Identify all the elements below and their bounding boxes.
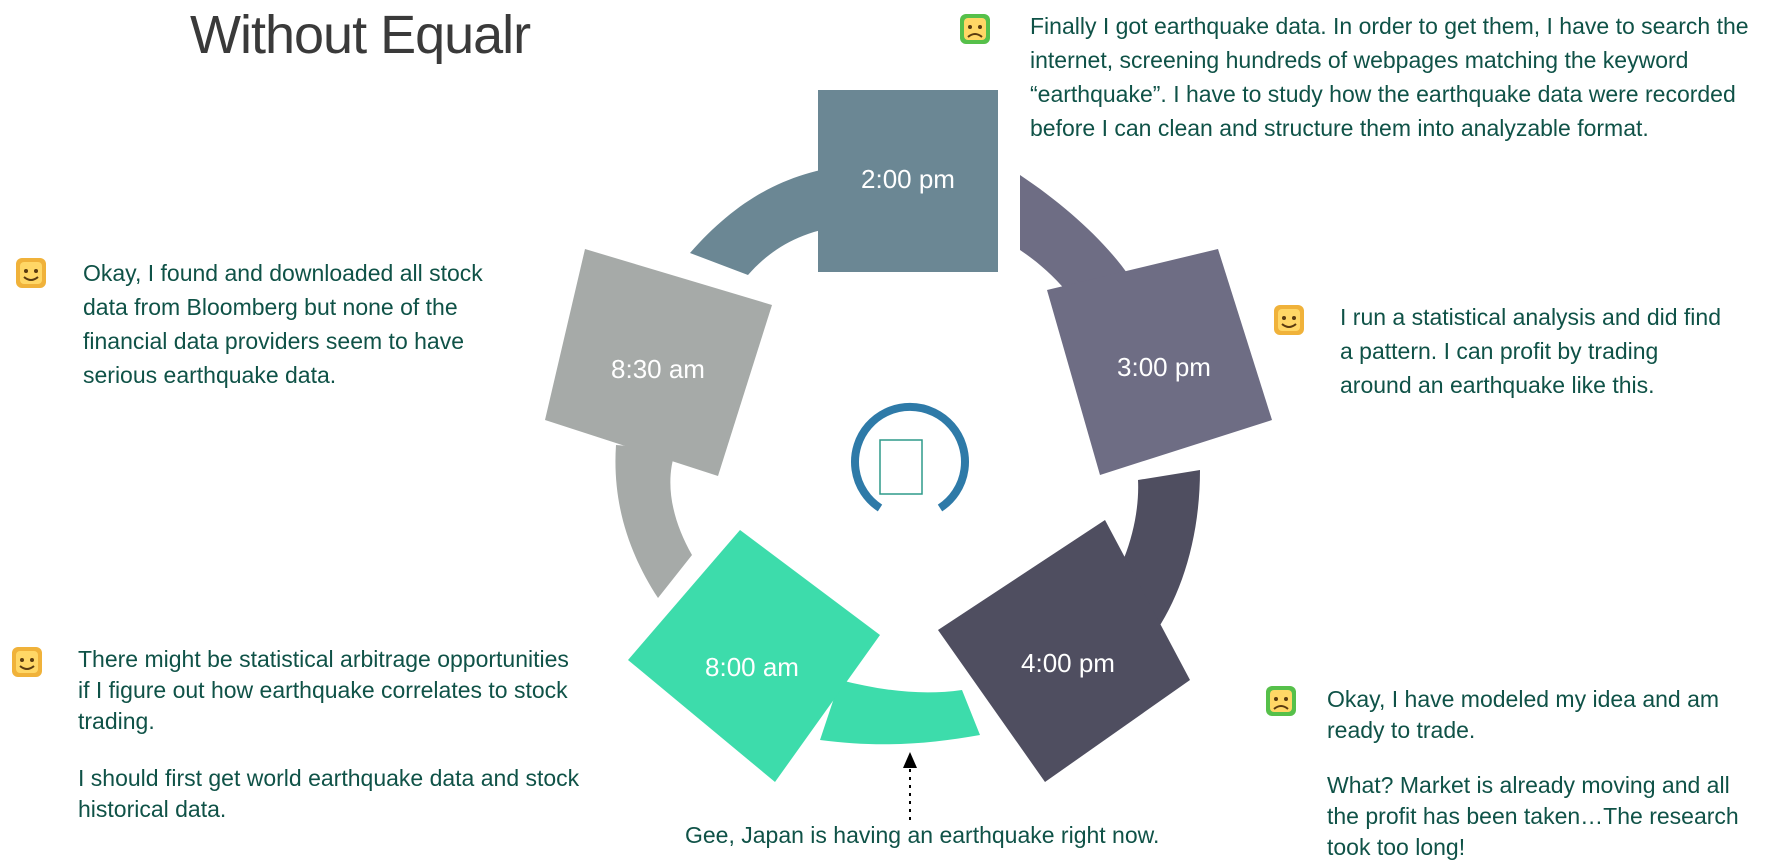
step-box-830 bbox=[545, 249, 772, 476]
note-line: There might be statistical arbitrage opp… bbox=[78, 646, 569, 672]
note-830: Okay, I found and downloaded all stock d… bbox=[83, 256, 563, 392]
step-label-200: 2:00 pm bbox=[861, 164, 955, 194]
note-line: if I figure out how earthquake correlate… bbox=[78, 677, 568, 703]
smiling-face-icon bbox=[1274, 305, 1304, 335]
step-box-200 bbox=[818, 90, 998, 272]
note-line: I should first get world earthquake data… bbox=[78, 765, 580, 791]
arc-830 bbox=[615, 445, 692, 598]
step-label-300: 3:00 pm bbox=[1117, 352, 1211, 382]
note-line: I run a statistical analysis and did fin… bbox=[1340, 304, 1721, 330]
note-line: trading. bbox=[78, 708, 155, 734]
page-title: Without Equalr bbox=[190, 5, 531, 65]
step-box-400 bbox=[938, 520, 1190, 782]
arc-800 bbox=[820, 680, 980, 745]
note-line: Okay, I found and downloaded all stock bbox=[83, 260, 483, 286]
note-line: internet, screening hundreds of webpages… bbox=[1030, 47, 1689, 73]
note-800: There might be statistical arbitrage opp… bbox=[78, 644, 638, 825]
note-line: data from Bloomberg but none of the bbox=[83, 294, 458, 320]
document-icon bbox=[879, 439, 923, 495]
note-300: I run a statistical analysis and did fin… bbox=[1340, 300, 1760, 402]
note-400: Okay, I have modeled my idea and am read… bbox=[1327, 684, 1777, 863]
frowning-face-icon bbox=[1266, 686, 1296, 716]
smiling-face-icon bbox=[12, 647, 42, 677]
note-line: historical data. bbox=[78, 796, 227, 822]
step-box-800 bbox=[628, 530, 880, 782]
note-line: took too long! bbox=[1327, 834, 1466, 860]
note-line: around an earthquake like this. bbox=[1340, 372, 1655, 398]
step-label-800: 8:00 am bbox=[705, 652, 799, 682]
note-line: before I can clean and structure them in… bbox=[1030, 115, 1649, 141]
step-label-830: 8:30 am bbox=[611, 354, 705, 384]
arrow-head-icon bbox=[903, 752, 917, 768]
step-label-400: 4:00 pm bbox=[1021, 648, 1115, 678]
note-line: financial data providers seem to have bbox=[83, 328, 464, 354]
note-line: What? Market is already moving and all bbox=[1327, 772, 1730, 798]
note-line: “earthquake”. I have to study how the ea… bbox=[1030, 81, 1736, 107]
note-line: Okay, I have modeled my idea and am bbox=[1327, 686, 1720, 712]
arc-200 bbox=[690, 165, 850, 275]
note-line: serious earthquake data. bbox=[83, 362, 337, 388]
center-ring-icon bbox=[851, 402, 969, 512]
step-box-300 bbox=[1047, 249, 1272, 475]
frowning-face-icon bbox=[960, 14, 990, 44]
note-line: Finally I got earthquake data. In order … bbox=[1030, 13, 1749, 39]
note-line: the profit has been taken…The research bbox=[1327, 803, 1739, 829]
note-line: ready to trade. bbox=[1327, 717, 1476, 743]
earthquake-caption: Gee, Japan is having an earthquake right… bbox=[685, 822, 1160, 848]
smiling-face-icon bbox=[16, 258, 46, 288]
note-200: Finally I got earthquake data. In order … bbox=[1030, 9, 1775, 145]
note-line: a pattern. I can profit by trading bbox=[1340, 338, 1659, 364]
